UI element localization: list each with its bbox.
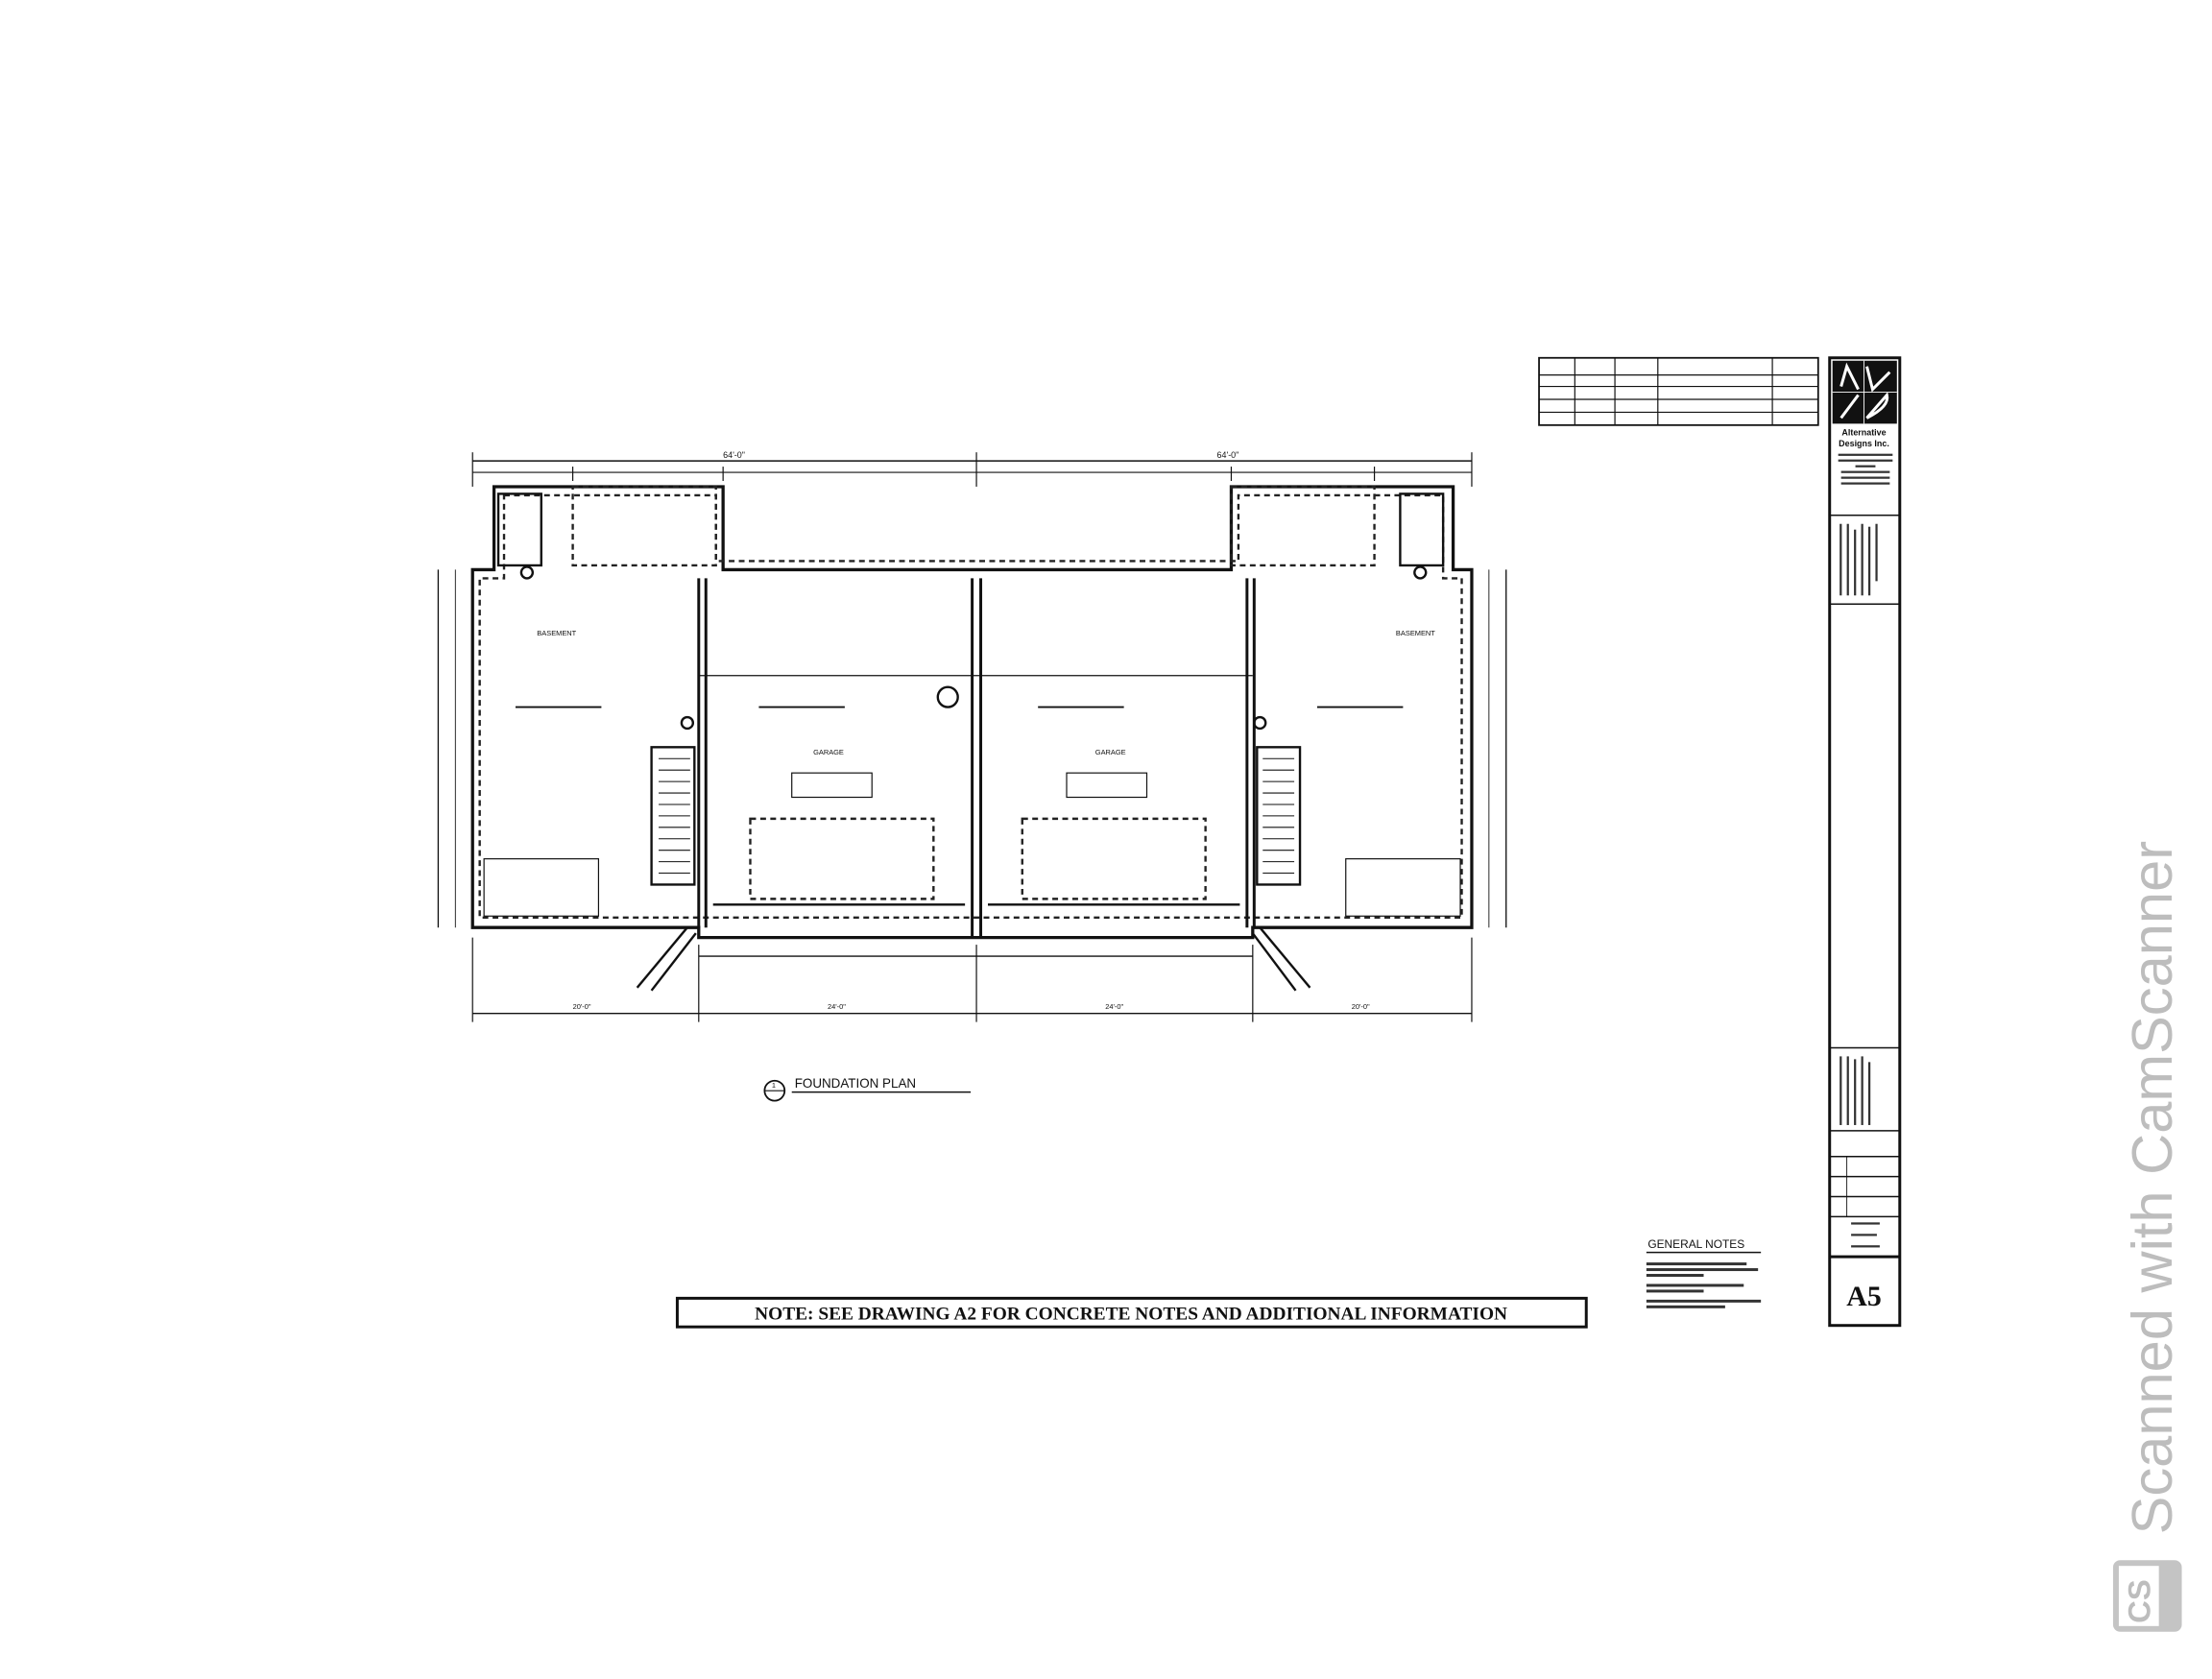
dim-bottom-1: 20'-0" — [573, 1002, 591, 1011]
firm-name-line1: Alternative — [1841, 427, 1886, 437]
general-notes: GENERAL NOTES — [1646, 1237, 1762, 1308]
camscanner-logo-icon: CS — [2112, 1560, 2182, 1632]
firm-name-line2: Designs Inc. — [1839, 439, 1889, 448]
room-garage-left: GARAGE — [813, 748, 844, 756]
firm-logo-icon — [1832, 360, 1897, 424]
concrete-note: NOTE: SEE DRAWING A2 FOR CONCRETE NOTES … — [675, 1296, 1588, 1329]
general-notes-title: GENERAL NOTES — [1647, 1237, 1744, 1251]
watermark-text: Scanned with CamScanner — [2120, 841, 2184, 1535]
camscanner-watermark: Scanned with CamScanner CS — [2112, 841, 2184, 1632]
plan-number: 1 — [772, 1081, 776, 1090]
dim-bottom-3: 24'-0" — [1105, 1002, 1123, 1011]
plan-title: FOUNDATION PLAN — [795, 1076, 916, 1091]
dim-overall-left: 64'-0" — [723, 450, 745, 460]
room-basement-right: BASEMENT — [1396, 629, 1435, 637]
dim-bottom-2: 24'-0" — [828, 1002, 846, 1011]
schedule-table — [1538, 356, 1819, 426]
room-garage-right: GARAGE — [1095, 748, 1126, 756]
title-block: Alternative Designs Inc. A5 — [1828, 356, 1902, 1328]
watermark-logo: CS — [2122, 1579, 2157, 1623]
room-basement-left: BASEMENT — [537, 629, 576, 637]
note-text: NOTE: SEE DRAWING A2 FOR CONCRETE NOTES … — [755, 1305, 1507, 1325]
sheet-number: A5 — [1846, 1281, 1881, 1312]
dim-overall-right: 64'-0" — [1217, 450, 1239, 460]
dim-bottom-4: 20'-0" — [1352, 1002, 1370, 1011]
plan-title-block: 1 FOUNDATION PLAN — [763, 1076, 972, 1102]
foundation-plan: 64'-0" 64'-0" — [437, 450, 1507, 1022]
